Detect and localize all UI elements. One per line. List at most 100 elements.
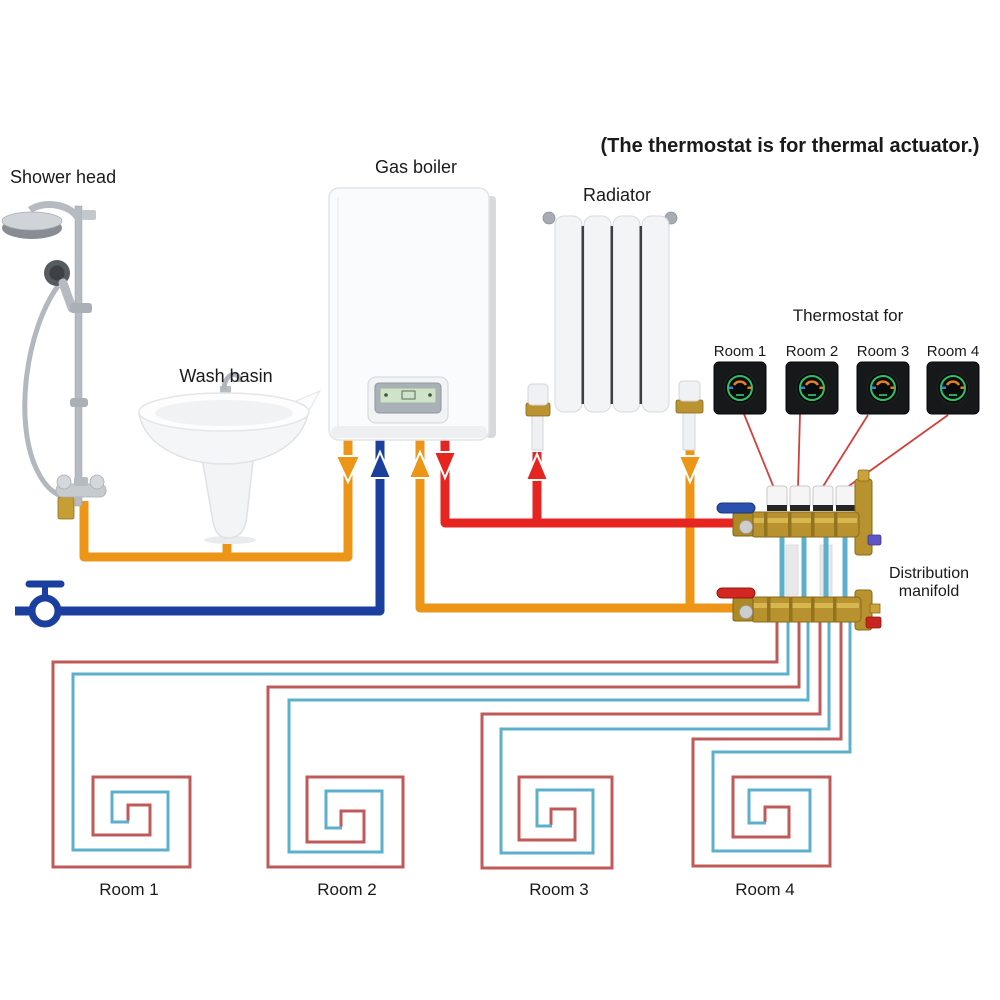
radiator	[525, 211, 704, 451]
radiator-valve-right-head	[678, 380, 701, 402]
mixer-diverter	[74, 477, 88, 486]
leader-line	[821, 414, 869, 489]
basin-bowl-inner	[155, 400, 293, 426]
loop-flow-pipe	[266, 618, 801, 869]
thermostat-room1	[713, 361, 767, 415]
manifold-label-line2: manifold	[899, 583, 959, 600]
thermostat-room3	[856, 361, 910, 415]
hot-water-pipe-run	[79, 438, 353, 562]
thermostat-room2-label: Room 2	[786, 343, 839, 360]
drain-valve	[865, 616, 882, 629]
actuator-cap	[789, 485, 811, 509]
gas-boiler-label: Gas boiler	[375, 157, 457, 177]
thermostat-ring-icon	[940, 375, 966, 401]
radiator-section	[554, 215, 583, 413]
leader-line	[743, 413, 775, 489]
heating-flow-run	[440, 438, 744, 528]
shower-slider-bracket	[70, 303, 92, 313]
thermostat-screen	[724, 372, 756, 404]
mixer-brass-fitting	[57, 496, 75, 520]
floor-loop-room1	[51, 618, 790, 869]
thermostat-room4	[926, 361, 980, 415]
shower-head-label: Shower head	[10, 167, 116, 187]
end-stub	[869, 603, 881, 614]
valve-body-icon	[28, 594, 62, 628]
heating-flow-pipe	[432, 438, 744, 528]
floor-room4-label: Room 4	[735, 880, 795, 899]
thermostat-cool-tick	[729, 386, 733, 389]
floor-room2-label: Room 2	[317, 880, 377, 899]
manifold-label-line1: Distribution	[889, 565, 969, 582]
floor-room1-label: Room 1	[99, 880, 159, 899]
floor-loop-room2	[266, 618, 810, 869]
manifold-bottom-bar	[716, 587, 882, 631]
actuator-cap-base	[790, 505, 810, 511]
valve-screw	[739, 520, 753, 534]
thermostat-dial-icon	[732, 380, 748, 386]
thermostat-screen	[867, 372, 899, 404]
thermostat-dial-icon	[875, 380, 891, 386]
mixer-handle-left	[56, 474, 72, 490]
thermostat-cool-tick	[942, 386, 946, 389]
thermostat-screen	[937, 372, 969, 404]
shower-riser-pipe	[74, 205, 83, 507]
manifold-top-bar	[716, 469, 882, 556]
radiator-section	[583, 215, 612, 413]
manifold-joints	[767, 597, 837, 622]
thermostat-status-bar	[736, 394, 744, 396]
wash-basin-label: Wash basin	[179, 366, 272, 386]
basin-faucet-spout	[221, 372, 243, 391]
thermostat-cool-tick	[801, 386, 805, 389]
shower-head-top	[1, 211, 63, 231]
wash-basin	[138, 372, 322, 544]
basin-pedestal	[200, 451, 255, 539]
boiler-panel-line	[337, 198, 339, 430]
valve-screw	[739, 605, 753, 619]
manifold-joints	[764, 512, 838, 537]
radiator-plug-left	[542, 211, 556, 225]
loop-return-pipe	[499, 618, 831, 855]
boiler-lcd-screen	[379, 387, 437, 404]
thermostat-status-bar	[949, 394, 957, 396]
cold-water-pipe-run	[15, 438, 385, 616]
water-main-valve	[25, 580, 65, 628]
thermostat-room3-label: Room 3	[857, 343, 910, 360]
actuator-cap	[835, 485, 857, 509]
floor-loop-room4	[691, 618, 852, 868]
thermostat-heat-tick	[747, 386, 752, 389]
radiator-label: Radiator	[583, 185, 651, 205]
air-vent-cap	[857, 469, 870, 482]
boiler-body	[328, 187, 490, 441]
radiator-section	[612, 215, 641, 413]
thermostat-status-bar	[808, 394, 816, 396]
thermostat-room1-label: Room 1	[714, 343, 767, 360]
loop-return-pipe	[71, 618, 790, 852]
radiator-valve-left-head	[527, 383, 549, 406]
radiator-valve-right-nut	[675, 399, 704, 414]
flow-arrow-down-boilerflow	[432, 451, 458, 481]
actuator-cap-base	[767, 505, 787, 511]
thermostat-status-bar	[879, 394, 887, 396]
handheld-shower-face	[49, 265, 65, 281]
actuator-cap	[812, 485, 834, 509]
actuator-cap-base	[813, 505, 833, 511]
mixer-handle-right	[89, 474, 105, 490]
thermostat-ring-icon	[799, 375, 825, 401]
boiler-bottom-shade	[331, 426, 487, 438]
thermostat-heat-tick	[819, 386, 824, 389]
heating-return-run	[415, 438, 744, 613]
blue-valve-handle	[716, 502, 756, 514]
boiler-lcd-dot-left	[384, 393, 388, 397]
radiator-valve-right-pipe	[682, 411, 696, 451]
cold-water-main-pipe	[15, 438, 393, 628]
actuator-cap	[766, 485, 788, 509]
radiator-gap	[610, 226, 613, 404]
boiler-lcd-dot-right	[428, 393, 432, 397]
manifold-highlight	[753, 518, 857, 523]
flow-arrow-down-hot	[334, 455, 362, 485]
flow-arrow-up-cold	[367, 449, 393, 479]
manifold-highlight	[753, 603, 859, 608]
thermostat-note: (The thermostat is for thermal actuator.…	[601, 135, 980, 157]
